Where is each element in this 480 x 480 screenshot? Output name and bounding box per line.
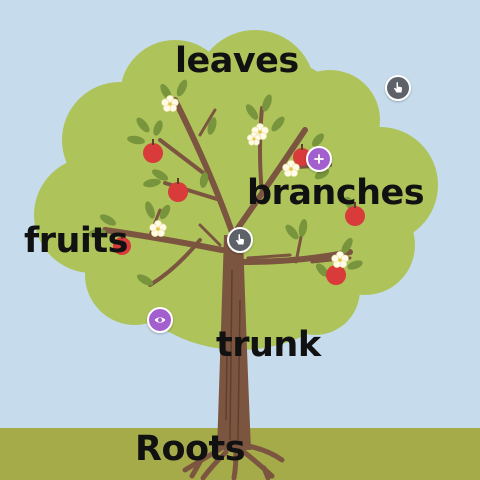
hotspot-button-trunk-top[interactable]	[227, 227, 253, 253]
label-roots: Roots	[135, 429, 246, 469]
apples	[113, 139, 365, 285]
hotspot-button-leaves[interactable]	[385, 75, 411, 101]
blossom	[161, 95, 179, 112]
hotspot-button-fruits[interactable]	[147, 307, 173, 333]
leaf-sprigs	[88, 79, 363, 286]
blossom	[331, 251, 349, 268]
blossom	[282, 160, 300, 177]
trunk	[217, 235, 251, 450]
blossoms	[149, 95, 349, 268]
label-leaves: leaves	[175, 41, 299, 81]
hand-pointer-icon	[236, 234, 244, 245]
label-trunk: trunk	[216, 325, 321, 365]
hotspot-button-branches[interactable]	[306, 146, 332, 172]
apple	[113, 233, 131, 255]
apple	[143, 139, 163, 163]
blossom	[149, 220, 167, 237]
blossom	[246, 131, 262, 146]
apple	[168, 178, 188, 202]
plus-icon	[314, 154, 324, 164]
hand-pointer-icon	[394, 82, 402, 93]
eye-icon	[154, 317, 166, 323]
apple	[345, 202, 365, 226]
label-fruits: fruits	[24, 221, 128, 261]
label-branches: branches	[247, 173, 425, 213]
